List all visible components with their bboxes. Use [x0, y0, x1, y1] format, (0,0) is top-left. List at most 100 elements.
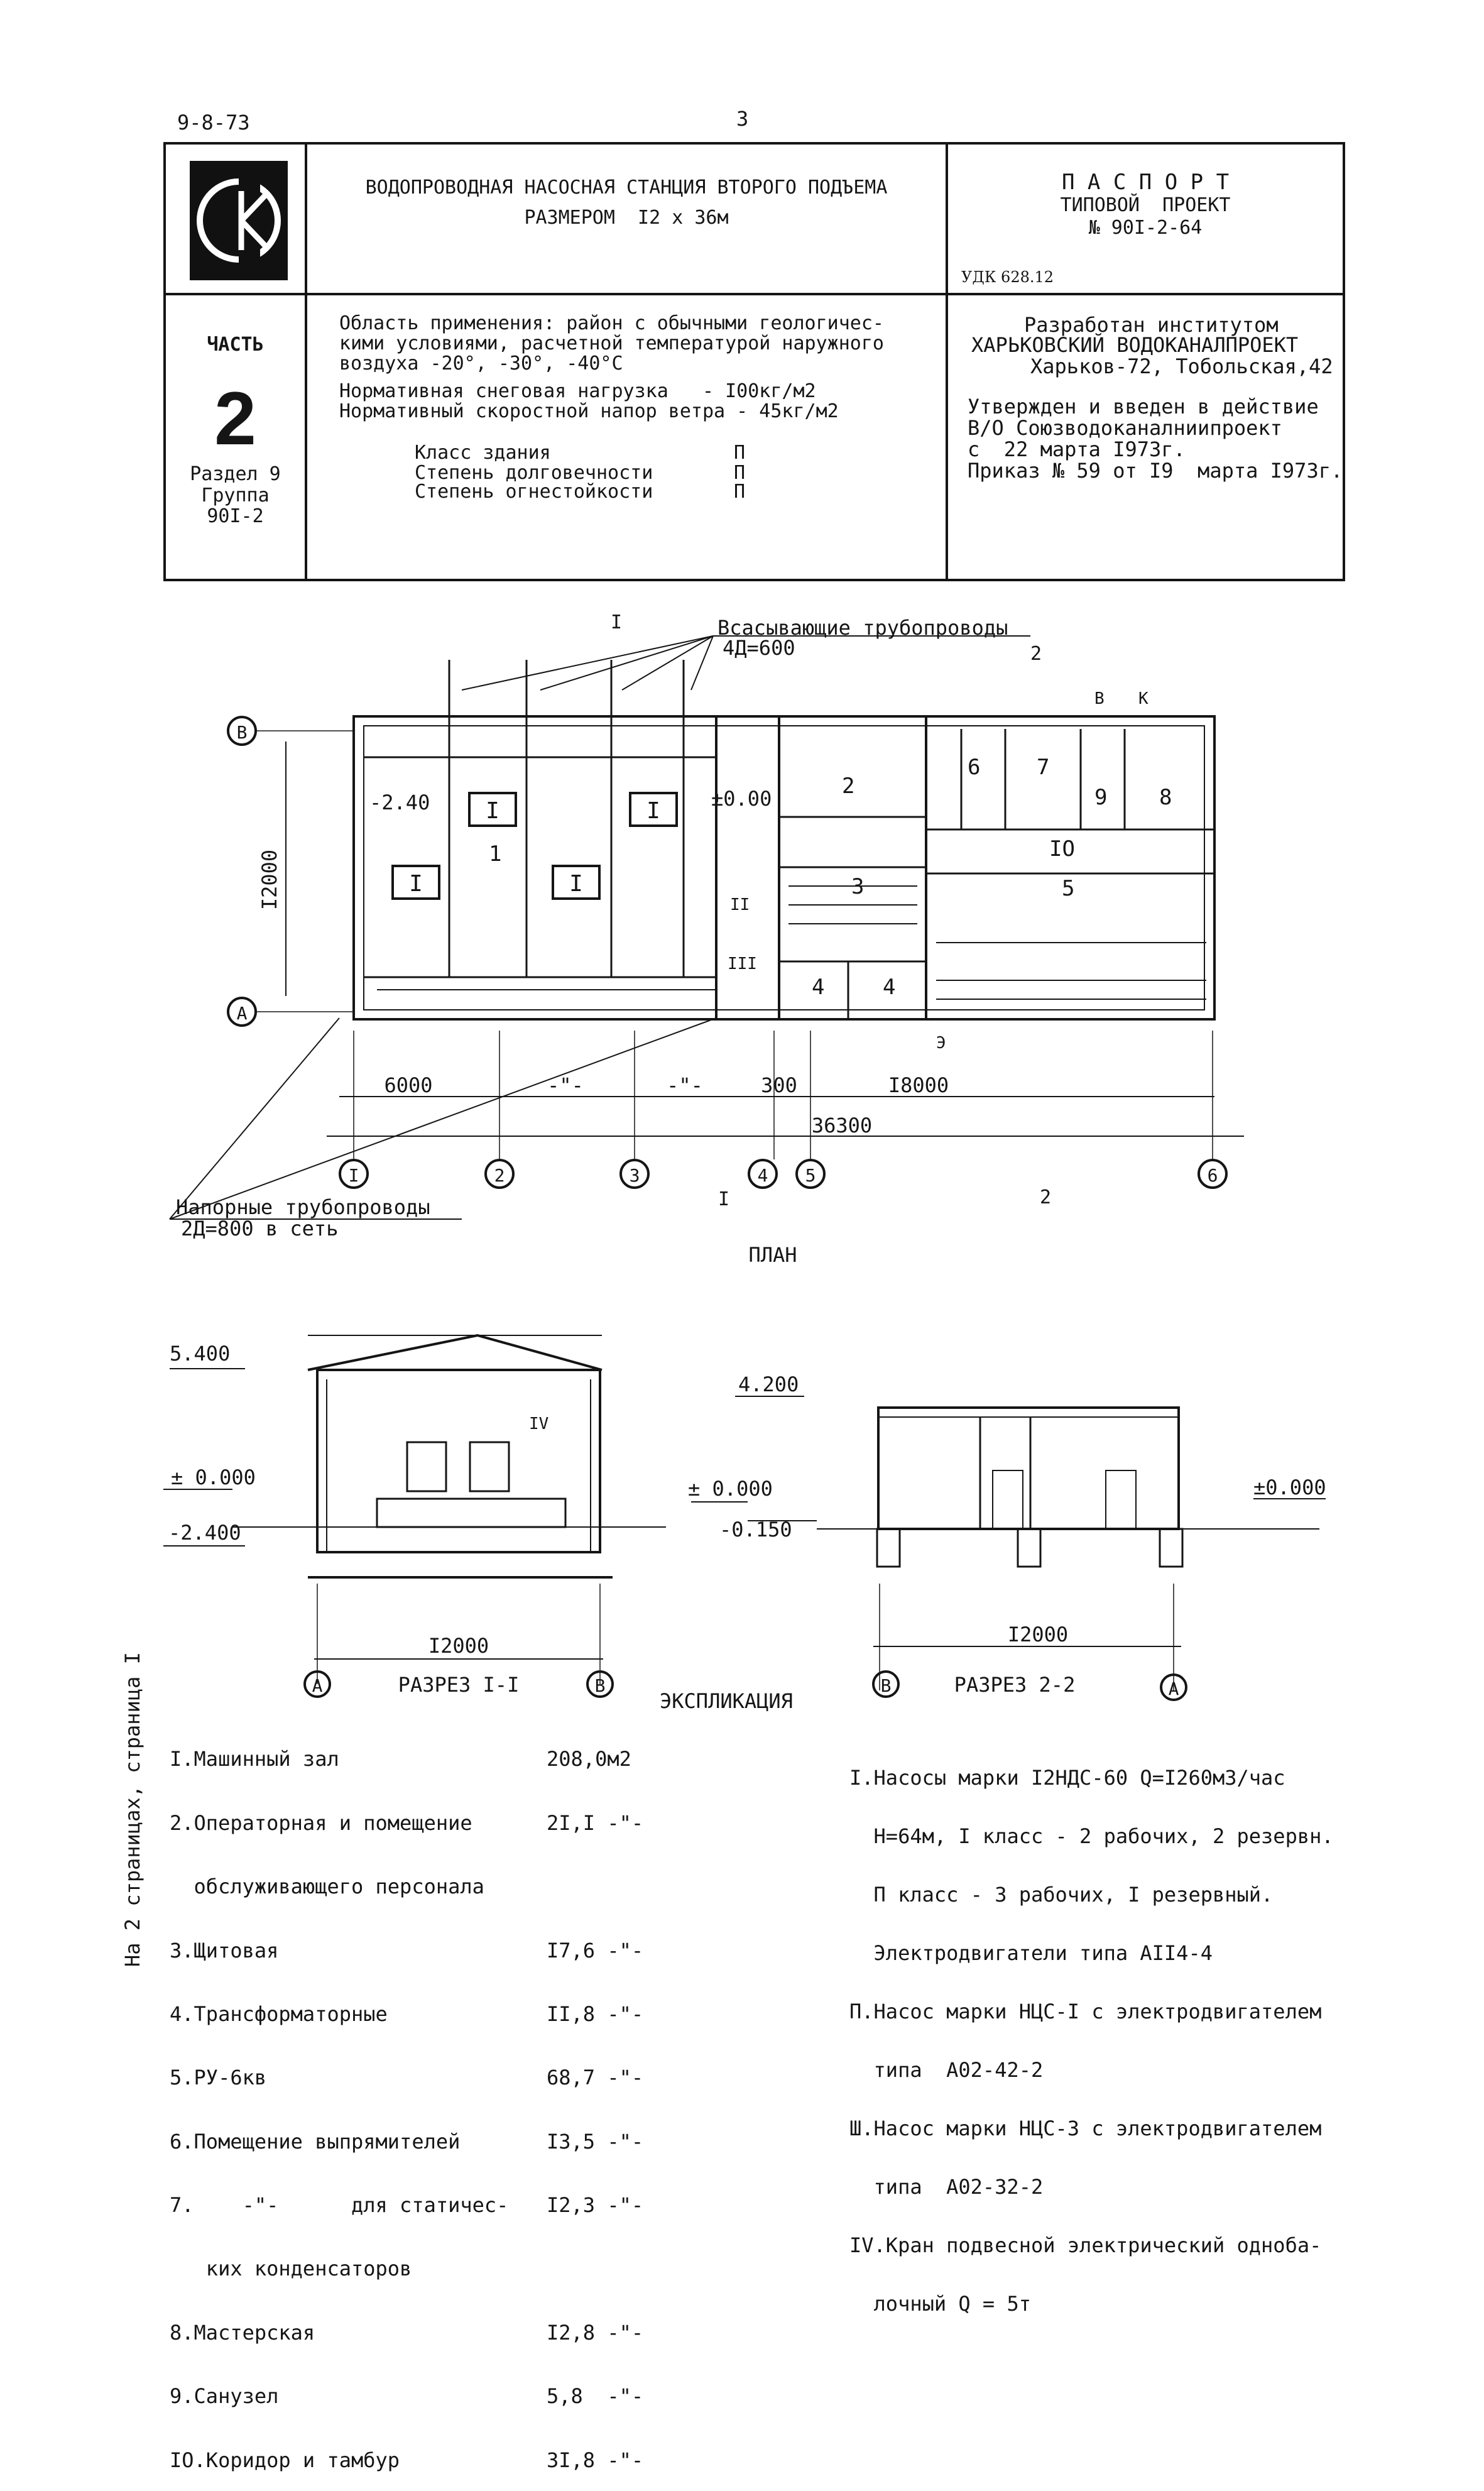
room-area-list: 208,0м2 2I,I -"- I7,6 -"- II,8 -"- 68,7 … [547, 1704, 643, 2491]
room-item: 6.Помещение выпрямителей [170, 2129, 461, 2154]
section2-level-zero: ±0.000 [1253, 1475, 1326, 1499]
pressure-pipes-label: Напорные трубопроводы [176, 1195, 430, 1219]
room-item: 9.Санузел [170, 2384, 279, 2409]
durability-label: Степень долговечности [415, 462, 653, 484]
equipment-item: Электродвигатели типа АII4-4 [849, 1941, 1213, 1965]
axis-number: 3 [630, 1165, 640, 1186]
equipment-item: лочный Q = 5т [849, 2292, 1031, 2316]
room-area: 3I,8 -"- [547, 2448, 644, 2472]
equipment-item: П.Насос марки НЦС-I с электродвигателем [849, 2000, 1322, 2023]
room-item: обслуживающего персонала [170, 1875, 484, 1899]
plan-dim-segment: 6000 [384, 1073, 432, 1097]
developer-line-3: Харьков-72, Тобольская,42 [1030, 354, 1333, 378]
axis-letter: А [237, 1003, 248, 1024]
explication-title: ЭКСПЛИКАЦИЯ [660, 1689, 793, 1713]
section-1-drawing: 5.400 ± 0.000 ± 0.000 -2.400 IV I2000 А … [163, 1333, 773, 1698]
room-number: 4 [812, 975, 824, 1000]
plan-dim-segment: I8000 [888, 1073, 949, 1097]
room-item: 2.Операторная и помещение [170, 1810, 472, 1835]
section1-level-top: 5.400 [170, 1342, 230, 1366]
axis-number: 6 [1208, 1165, 1218, 1186]
section-mark: 2 [1040, 1186, 1051, 1208]
application-line-1: Область применения: район с обычными гео… [339, 312, 884, 334]
room-number: 1 [489, 841, 501, 867]
room-area [547, 1876, 643, 1895]
section2-level-top: 4.200 [738, 1372, 799, 1396]
section-mark: 2 [1030, 643, 1042, 665]
plan-dim-width: I2000 [258, 850, 281, 910]
developer-line-1: Разработан институтом [1024, 313, 1279, 337]
section1-dim: I2000 [428, 1634, 489, 1658]
axis-number: I [349, 1165, 359, 1186]
equipment-mark: III [728, 955, 757, 973]
crane-mark: IV [529, 1415, 548, 1433]
room-item: 4.Трансформаторные [170, 2001, 388, 2026]
snow-load: Нормативная снеговая нагрузка - I00кг/м2 [339, 380, 816, 402]
suction-pipes-label: Всасывающие трубопроводы [717, 616, 1008, 640]
pump-mark: I [569, 871, 583, 897]
building-class-value: П [734, 442, 746, 464]
part-number: 2 [214, 376, 256, 461]
axis-letter: В [237, 722, 248, 743]
room-area: 5,8 -"- [547, 2384, 644, 2409]
room-number: IO [1049, 836, 1075, 862]
room-item: 3.Щитовая [170, 1938, 279, 1963]
section2-axis-left: В [881, 1675, 892, 1696]
room-item: I.Машинный зал [170, 1747, 339, 1771]
room-area: 68,7 -"- [547, 2066, 644, 2090]
room-area: I2,8 -"- [547, 2320, 644, 2345]
equipment-mark: II [730, 895, 750, 914]
equipment-item: типа А02-32-2 [849, 2175, 1044, 2199]
section2-level-ground: -0.150 [719, 1518, 792, 1541]
equipment-item: Н=64м, I класс - 2 рабочих, 2 резервн. [849, 1824, 1334, 1848]
room-area: I3,5 -"- [547, 2129, 644, 2154]
plan-caption: ПЛАН [748, 1243, 797, 1267]
project-number: № 90I-2-64 [1088, 217, 1203, 239]
logo [190, 161, 288, 280]
equipment-item: Ш.Насос марки НЦС-3 с электродвигателем [849, 2116, 1322, 2140]
equipment-list: I.Насосы марки I2НДС-60 Q=I260м3/час Н=6… [849, 1729, 1334, 2333]
section-mark: I [611, 611, 622, 633]
room-area: 2I,I -"- [547, 1810, 644, 1835]
approval-line-2: В/О Союзводоканалниипроект [968, 416, 1282, 440]
section1-level-zero-right: ± 0.000 [688, 1477, 773, 1501]
section2-axis-right: А [1169, 1678, 1179, 1699]
plan-level-zero: ±0.00 [711, 787, 772, 811]
room-number: 6 [968, 755, 980, 780]
pressure-pipes-diameter: 2Д=800 в сеть [181, 1217, 338, 1240]
section1-level-zero: ± 0.000 [171, 1465, 256, 1489]
room-item: 5.РУ-6кв [170, 2066, 267, 2090]
project-title-line2: РАЗМЕРОМ I2 x 36м [524, 207, 729, 229]
room-area: II,8 -"- [547, 2001, 644, 2026]
room-number: 7 [1037, 755, 1049, 780]
title-block-frame [163, 142, 1345, 581]
small-mark: В [1094, 689, 1105, 708]
section1-level-bottom: -2.400 [168, 1521, 241, 1545]
room-number: 8 [1159, 785, 1172, 810]
axis-number: 2 [494, 1165, 505, 1186]
approval-line-4: Приказ № 59 от I9 марта I973г. [968, 459, 1343, 483]
section1-axis-right: В [595, 1675, 606, 1696]
room-number: 9 [1094, 785, 1107, 810]
section2-dim: I2000 [1008, 1623, 1068, 1646]
passport-label: П А С П О Р Т [1061, 170, 1230, 195]
room-item: IO.Коридор и тамбур [170, 2448, 400, 2472]
section-mark: I [718, 1188, 729, 1210]
equipment-item: IV.Кран подвесной электрический однoба- [849, 2233, 1322, 2257]
room-number: 3 [851, 874, 864, 899]
suction-pipes-diameter: 4Д=600 [723, 636, 795, 660]
application-line-3: воздуха -20°, -30°, -40°С [339, 353, 623, 375]
sk-logo-icon [197, 178, 281, 263]
plan-dim-segment: 300 [761, 1073, 797, 1097]
wind-load: Нормативный скоростной напор ветра - 45к… [339, 400, 839, 422]
room-item: 8.Мастерская [170, 2320, 315, 2345]
room-list: I.Машинный зал 2.Операторная и помещение… [170, 1704, 508, 2491]
plan-dim-segment: -"- [667, 1073, 703, 1097]
room-area: I7,6 -"- [547, 1938, 644, 1963]
plan-level-hall: -2.40 [369, 791, 430, 814]
equipment-item: типа А02-42-2 [849, 2058, 1044, 2082]
small-mark: Э [936, 1034, 946, 1053]
developer-line-2: ХАРЬКОВСКИЙ ВОДОКАНАЛПРОЕКТ [971, 333, 1299, 357]
section1-axis-left: А [312, 1675, 323, 1696]
room-area: 208,0м2 [547, 1747, 631, 1771]
